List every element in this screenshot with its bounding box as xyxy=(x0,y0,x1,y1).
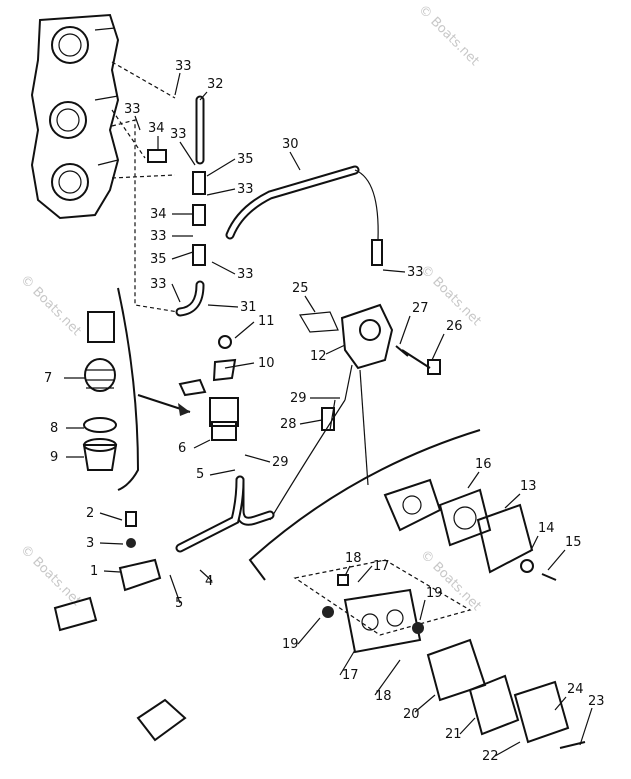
callout-10: 10 xyxy=(258,356,275,371)
callout-33: 33 xyxy=(124,102,141,117)
callout-34: 34 xyxy=(150,207,167,222)
callout-labels: 33 32 33 34 33 35 30 33 34 33 35 33 33 3… xyxy=(44,59,605,764)
callout-33: 33 xyxy=(170,127,187,142)
hose-30 xyxy=(225,165,360,240)
watermark-bottom-right: © Boats.net xyxy=(417,547,484,614)
callout-18: 18 xyxy=(375,689,392,704)
callout-4: 4 xyxy=(205,574,213,589)
callout-24: 24 xyxy=(567,682,584,697)
callout-leaders xyxy=(64,72,593,757)
callout-7: 7 xyxy=(44,371,52,386)
callout-5: 5 xyxy=(175,596,183,611)
callout-35: 35 xyxy=(237,152,254,167)
callout-16: 16 xyxy=(475,457,492,472)
callout-33: 33 xyxy=(150,277,167,292)
callout-32: 32 xyxy=(207,77,224,92)
callout-3: 3 xyxy=(86,536,94,551)
callout-19: 19 xyxy=(282,637,299,652)
callout-8: 8 xyxy=(50,421,58,436)
callout-25: 25 xyxy=(292,281,309,296)
callout-27: 27 xyxy=(412,301,429,316)
callout-15: 15 xyxy=(565,535,582,550)
callout-11: 11 xyxy=(258,314,275,329)
callout-19: 19 xyxy=(426,586,443,601)
callout-17: 17 xyxy=(373,559,390,574)
leader-lines xyxy=(111,61,179,313)
callout-30: 30 xyxy=(282,137,299,152)
callout-18: 18 xyxy=(345,551,362,566)
callout-5: 5 xyxy=(196,467,204,482)
callout-35: 35 xyxy=(150,252,167,267)
carburetor-assembly xyxy=(30,13,120,220)
callout-22: 22 xyxy=(482,749,499,764)
watermark-top-right: © Boats.net xyxy=(415,2,482,69)
callout-29: 29 xyxy=(272,455,289,470)
callout-21: 21 xyxy=(445,727,462,742)
fuel-filter-6 xyxy=(178,335,239,441)
callout-9: 9 xyxy=(50,450,58,465)
callout-17: 17 xyxy=(342,668,359,683)
callout-34: 34 xyxy=(148,121,165,136)
callout-1: 1 xyxy=(90,564,98,579)
watermark-left: © Boats.net xyxy=(17,272,84,339)
callout-12: 12 xyxy=(310,349,327,364)
watermark-bottom-left: © Boats.net xyxy=(17,542,84,609)
callout-33: 33 xyxy=(150,229,167,244)
callout-2: 2 xyxy=(86,506,94,521)
callout-20: 20 xyxy=(403,707,420,722)
callout-14: 14 xyxy=(538,521,555,536)
callout-28: 28 xyxy=(280,417,297,432)
callout-6: 6 xyxy=(178,441,186,456)
callout-33: 33 xyxy=(175,59,192,74)
decal-icon xyxy=(136,698,187,742)
filter-parts xyxy=(82,311,118,471)
callout-26: 26 xyxy=(446,319,463,334)
callout-29: 29 xyxy=(290,391,307,406)
callout-13: 13 xyxy=(520,479,537,494)
callout-33: 33 xyxy=(237,182,254,197)
tee-fittings xyxy=(147,149,206,266)
callout-33: 33 xyxy=(237,267,254,282)
pump-parts xyxy=(322,478,586,749)
callout-23: 23 xyxy=(588,694,605,709)
callout-31: 31 xyxy=(240,300,257,315)
fuel-joint-1 xyxy=(53,511,162,632)
callout-33: 33 xyxy=(407,265,424,280)
fuel-pump-12 xyxy=(299,303,441,375)
